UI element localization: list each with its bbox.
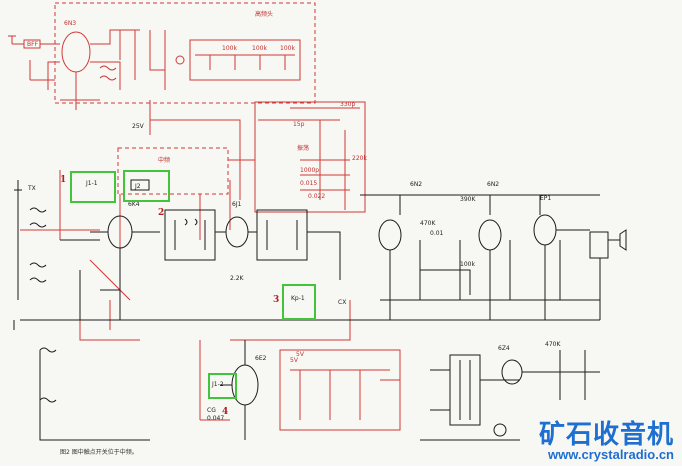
rf-head-label: 高频头 <box>255 10 273 18</box>
svg-text:6N2: 6N2 <box>410 181 422 188</box>
marker-1[interactable]: J1-1 1 <box>60 171 116 203</box>
svg-text:2.2K: 2.2K <box>230 275 245 282</box>
osc-label: 振荡 <box>297 144 309 152</box>
ground-rail <box>13 319 420 330</box>
antenna-symbol <box>8 35 24 45</box>
marker-3[interactable]: Kp-1 3 <box>273 284 316 320</box>
svg-text:6J1: 6J1 <box>232 201 242 208</box>
svg-text:CX: CX <box>338 299 346 306</box>
svg-text:220k: 220k <box>352 155 367 162</box>
antenna-tx <box>14 180 22 300</box>
psu-box <box>279 349 401 431</box>
svg-text:100k: 100k <box>460 261 475 268</box>
svg-text:Kp-1: Kp-1 <box>291 295 305 302</box>
watermark-url: www.crystalradio.cn <box>548 447 674 462</box>
if-transformer-1 <box>164 209 216 261</box>
svg-text:1000p: 1000p <box>300 167 319 174</box>
svg-text:470K: 470K <box>545 341 561 348</box>
svg-text:330p: 330p <box>340 101 355 108</box>
svg-text:6E2: 6E2 <box>255 355 267 362</box>
svg-text:6K4: 6K4 <box>128 201 140 208</box>
marker-4[interactable]: J1-2 4 <box>208 373 237 417</box>
watermark-cn: 矿石收音机 <box>538 419 674 449</box>
osc-box <box>254 101 366 213</box>
svg-text:100k: 100k <box>280 45 295 52</box>
speaker-icon <box>556 229 627 251</box>
svg-text:390K: 390K <box>460 196 476 203</box>
svg-text:6N2: 6N2 <box>487 181 499 188</box>
svg-text:BFF: BFF <box>27 41 39 48</box>
svg-text:2: 2 <box>158 208 164 218</box>
fuse-symbol <box>493 423 507 437</box>
tube-6n3-label: 6N3 <box>64 20 76 27</box>
if-label: 中频 <box>158 156 170 164</box>
svg-text:3: 3 <box>273 295 279 305</box>
power-transformer <box>449 354 481 426</box>
svg-text:15p: 15p <box>293 121 305 128</box>
tube-6n2-a <box>378 219 402 251</box>
b-plus-rail <box>360 194 600 215</box>
tube-6n2-b <box>478 219 502 251</box>
svg-text:CG: CG <box>207 407 216 414</box>
svg-text:470K: 470K <box>420 220 436 227</box>
svg-text:0.047: 0.047 <box>207 415 224 422</box>
if-box <box>117 147 229 195</box>
marker-2[interactable]: J2 2 <box>123 170 170 218</box>
svg-text:0.01: 0.01 <box>430 230 444 237</box>
filter-subbox <box>189 39 301 81</box>
svg-text:J2: J2 <box>134 183 141 190</box>
svg-text:1: 1 <box>60 175 66 185</box>
svg-text:5V: 5V <box>290 357 299 364</box>
svg-text:EP1: EP1 <box>540 195 551 202</box>
svg-text:6Z4: 6Z4 <box>498 345 510 352</box>
svg-text:0.022: 0.022 <box>308 193 325 200</box>
rf-head-box <box>54 2 316 104</box>
tube-6j1 <box>225 216 249 248</box>
svg-text:J1-1: J1-1 <box>85 180 98 187</box>
tube-ep1 <box>533 214 557 246</box>
figure-caption: 图2 图中触点开关位于中频。 <box>60 449 138 456</box>
svg-text:0.015: 0.015 <box>300 180 317 187</box>
svg-text:TX: TX <box>27 185 36 192</box>
svg-text:5V: 5V <box>296 351 305 358</box>
output-transformer <box>589 231 609 259</box>
svg-text:25V: 25V <box>132 123 145 130</box>
svg-text:100k: 100k <box>222 45 237 52</box>
watermark: 矿石收音机 www.crystalradio.cn <box>539 420 674 462</box>
if-transformer-2 <box>256 209 308 261</box>
svg-text:J1-2: J1-2 <box>211 381 224 388</box>
svg-text:4: 4 <box>222 407 228 417</box>
tube-6n3 <box>61 31 91 73</box>
svg-text:100k: 100k <box>252 45 267 52</box>
